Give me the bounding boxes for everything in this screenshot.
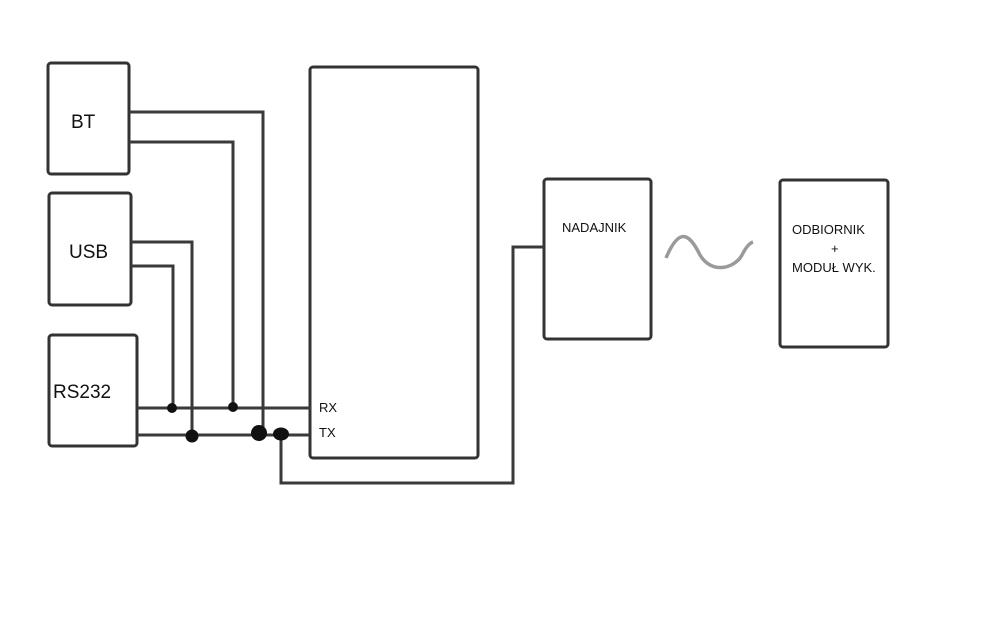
bt-wire-rx bbox=[129, 140, 235, 407]
nadajnik-block bbox=[542, 177, 653, 341]
rs232-label: RS232 bbox=[53, 382, 112, 403]
junction-dot bbox=[185, 429, 199, 443]
usb-wire-rx bbox=[131, 264, 175, 408]
odbiornik-label: ODBIORNIK bbox=[792, 222, 865, 237]
junction-dot bbox=[251, 425, 267, 441]
usb-wire-tx bbox=[131, 240, 194, 436]
bt-wire-tx bbox=[129, 110, 265, 433]
radio-wave-icon bbox=[664, 234, 754, 270]
bt-block bbox=[46, 61, 131, 176]
rs232-block bbox=[47, 333, 139, 448]
rx-label: RX bbox=[319, 400, 338, 415]
plus-label: + bbox=[831, 241, 839, 256]
bt-label: BT bbox=[71, 112, 96, 133]
microcontroller-block bbox=[308, 65, 480, 460]
junction-dot bbox=[167, 403, 177, 413]
junction-dot bbox=[228, 402, 238, 412]
usb-label: USB bbox=[69, 242, 109, 263]
transmitter-wire bbox=[279, 245, 544, 485]
tx-label: TX bbox=[319, 425, 336, 440]
modul-label: MODUŁ WYK. bbox=[792, 260, 876, 275]
nadajnik-label: NADAJNIK bbox=[562, 220, 627, 235]
junction-dot bbox=[273, 427, 289, 441]
odbiornik-block bbox=[778, 178, 890, 349]
usb-block bbox=[47, 191, 133, 307]
